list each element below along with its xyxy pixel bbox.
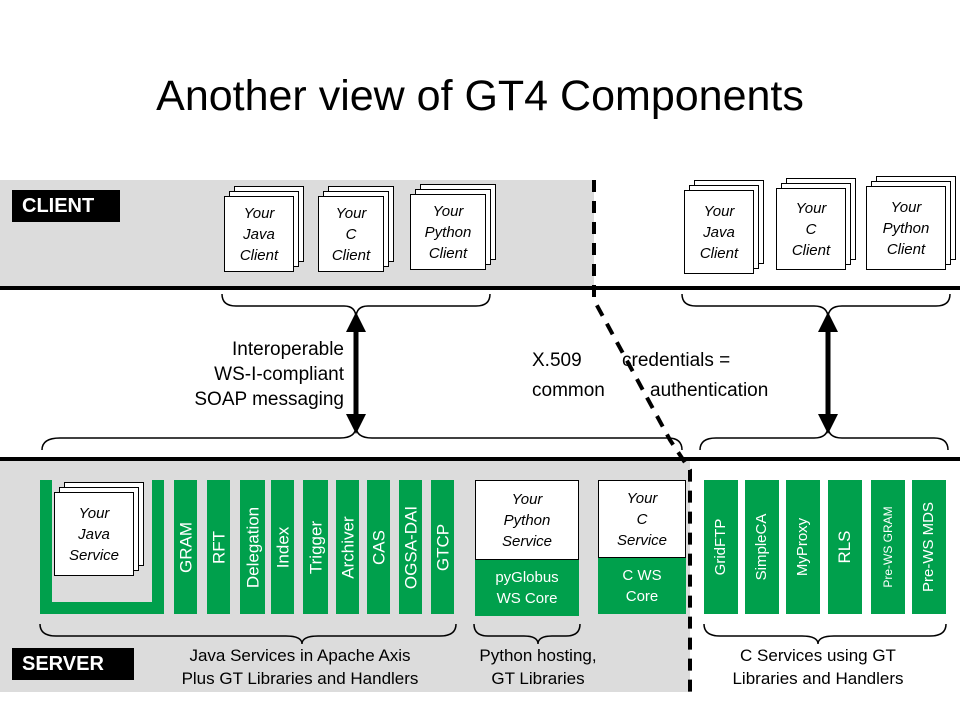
component-label: GTCP [433, 523, 452, 571]
component-label: GridFTP [712, 518, 729, 576]
credentials-label: credentials = [622, 350, 731, 371]
server-brace-right [699, 425, 949, 451]
credentials-authentication: authentication [650, 380, 769, 401]
python-client-label: Your Python Client [410, 194, 486, 270]
component-label: MyProxy [794, 517, 811, 577]
java-client-label: Your Java Client [684, 190, 754, 274]
c-component-myproxy: MyProxy [786, 480, 820, 614]
dashed-divider [592, 180, 692, 692]
component-label: Delegation [243, 506, 262, 588]
component-archiver: Archiver [336, 480, 359, 614]
component-label: RLS [835, 530, 854, 564]
c-client-label: Your C Client [318, 196, 384, 272]
component-label: Archiver [338, 515, 357, 579]
c-caption-brace [703, 623, 947, 645]
component-index: Index [271, 480, 294, 614]
component-label: SimpleCA [753, 513, 770, 581]
client-brace-right [681, 293, 951, 319]
component-label: OGSA-DAI [401, 505, 420, 589]
component-label: Index [273, 526, 292, 568]
credentials-x509: X.509 [532, 350, 582, 371]
component-label: GRAM [176, 521, 195, 573]
server-divider-line [0, 457, 960, 461]
page-title: Another view of GT4 Components [156, 72, 804, 120]
python-caption: Python hosting, GT Libraries [479, 646, 597, 688]
c-component-gridftp: GridFTP [704, 480, 738, 614]
python-core: pyGlobus WS Core [475, 560, 579, 616]
component-trigger: Trigger [303, 480, 328, 614]
java-caption-brace [39, 623, 457, 645]
component-label: Pre-WS GRAM [881, 506, 895, 588]
component-label: CAS [369, 529, 388, 565]
client-divider-line [0, 286, 960, 290]
component-delegation: Delegation [240, 480, 265, 614]
component-gtcp: GTCP [431, 480, 454, 614]
messaging-description: Interoperable WS-I-compliant SOAP messag… [194, 339, 344, 410]
server-brace-left [41, 425, 683, 451]
c-client-label: Your C Client [776, 188, 846, 270]
component-label: Trigger [306, 520, 325, 574]
credentials-common: common [532, 380, 605, 401]
java-client-label: Your Java Client [224, 196, 294, 272]
component-label: RFT [209, 530, 228, 564]
python-client-label: Your Python Client [866, 186, 946, 270]
server-label: SERVER [12, 648, 134, 680]
c-component-rls: RLS [828, 480, 862, 614]
client-brace-left [221, 293, 491, 319]
component-gram: GRAM [174, 480, 197, 614]
c-component-pre-ws-gram: Pre-WS GRAM [871, 480, 905, 614]
c-caption: C Services using GT Libraries and Handle… [732, 646, 904, 688]
python-service-box: Your Python Service [475, 480, 579, 560]
python-caption-brace [473, 623, 581, 645]
component-label: Pre-WS MDS [920, 502, 937, 592]
c-component-pre-ws-mds: Pre-WS MDS [912, 480, 946, 614]
c-service-box: Your C Service [598, 480, 686, 558]
c-component-simpleca: SimpleCA [745, 480, 779, 614]
component-rft: RFT [207, 480, 230, 614]
java-caption: Java Services in Apache Axis Plus GT Lib… [181, 646, 419, 688]
client-label: CLIENT [12, 190, 120, 222]
java-service-label: Your Java Service [54, 492, 134, 576]
component-ogsa-dai: OGSA-DAI [399, 480, 422, 614]
c-core: C WS Core [598, 558, 686, 614]
component-cas: CAS [367, 480, 390, 614]
